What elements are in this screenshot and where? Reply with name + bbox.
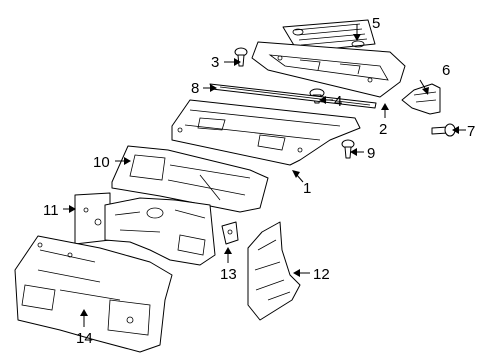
callout-6: 6 <box>442 62 450 79</box>
cowl-grille-panel <box>282 19 376 53</box>
push-pin-fastener <box>234 47 248 67</box>
callout-3: 3 <box>211 54 219 71</box>
callout-10: 10 <box>93 154 110 171</box>
callout-4: 4 <box>334 93 342 110</box>
callout-9: 9 <box>367 145 375 162</box>
callout-14: 14 <box>76 330 93 347</box>
dash-panel-upper <box>111 145 269 213</box>
callout-2: 2 <box>379 121 387 138</box>
callout-13: 13 <box>220 266 237 283</box>
callout-5: 5 <box>372 15 380 32</box>
callout-11: 11 <box>43 202 59 219</box>
callout-12: 12 <box>313 266 330 283</box>
pillar-panel <box>247 221 301 321</box>
bolt <box>431 123 456 137</box>
leader-lines <box>63 24 466 327</box>
side-bracket <box>401 83 441 115</box>
callout-1: 1 <box>303 180 311 197</box>
callout-8: 8 <box>191 80 199 97</box>
callout-labels: 5 3 4 8 6 2 7 9 10 1 11 13 12 14 <box>43 15 475 347</box>
cowl-upper-panel <box>251 41 406 98</box>
small-bracket <box>221 221 239 245</box>
dash-panel-plate <box>74 192 216 266</box>
cowl-lower-panel <box>171 99 361 166</box>
screw <box>341 139 355 159</box>
dash-panel-lower <box>14 235 173 353</box>
callout-7: 7 <box>467 123 475 140</box>
